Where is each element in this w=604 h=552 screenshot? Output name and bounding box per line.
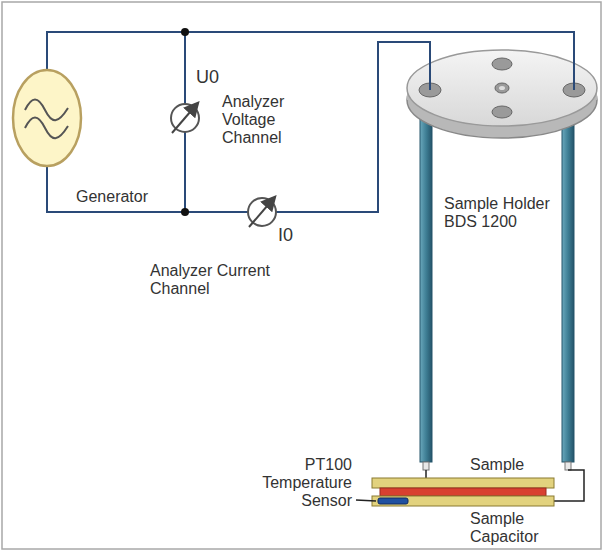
sine-wave bbox=[25, 118, 68, 139]
temperature-sensor bbox=[378, 498, 408, 504]
disk-top bbox=[407, 50, 597, 126]
part-label: Sample bbox=[470, 456, 550, 474]
leader-line bbox=[356, 500, 376, 501]
lead-wire bbox=[425, 470, 427, 478]
lead-wire bbox=[554, 470, 584, 501]
connector-hole bbox=[492, 106, 512, 118]
generator-symbol bbox=[13, 70, 81, 166]
connector-hole bbox=[492, 58, 512, 70]
channel-label: Analyzer Voltage Channel bbox=[222, 93, 304, 147]
rod-tip bbox=[423, 462, 429, 470]
voltage-symbol: U0 bbox=[196, 68, 236, 86]
holder-rod bbox=[420, 110, 432, 462]
rod-tip bbox=[565, 462, 571, 470]
hole-center bbox=[499, 86, 505, 90]
junction-dot bbox=[181, 28, 189, 36]
part-label: Sample Capacitor bbox=[470, 510, 570, 546]
part-label: PT100 Temperature Sensor bbox=[240, 456, 352, 510]
wire-end bbox=[430, 32, 574, 90]
sample-layer bbox=[380, 488, 546, 496]
connector-hole bbox=[495, 83, 509, 93]
capacitor-plate bbox=[372, 478, 554, 488]
ammeter-symbol bbox=[248, 198, 276, 226]
part-label: Sample Holder BDS 1200 bbox=[444, 195, 558, 231]
generator-label: Generator bbox=[76, 188, 176, 206]
channel-label: Analyzer Current Channel bbox=[150, 262, 300, 298]
meter-arrow bbox=[172, 104, 197, 133]
meter-arrow bbox=[249, 198, 274, 227]
junction-dot bbox=[181, 208, 189, 216]
sine-wave bbox=[25, 100, 68, 121]
capacitor-plate bbox=[372, 496, 554, 506]
voltmeter-symbol bbox=[171, 104, 199, 132]
holder-rod bbox=[562, 110, 574, 462]
bottom-wire bbox=[47, 42, 430, 212]
current-symbol: I0 bbox=[278, 226, 318, 244]
